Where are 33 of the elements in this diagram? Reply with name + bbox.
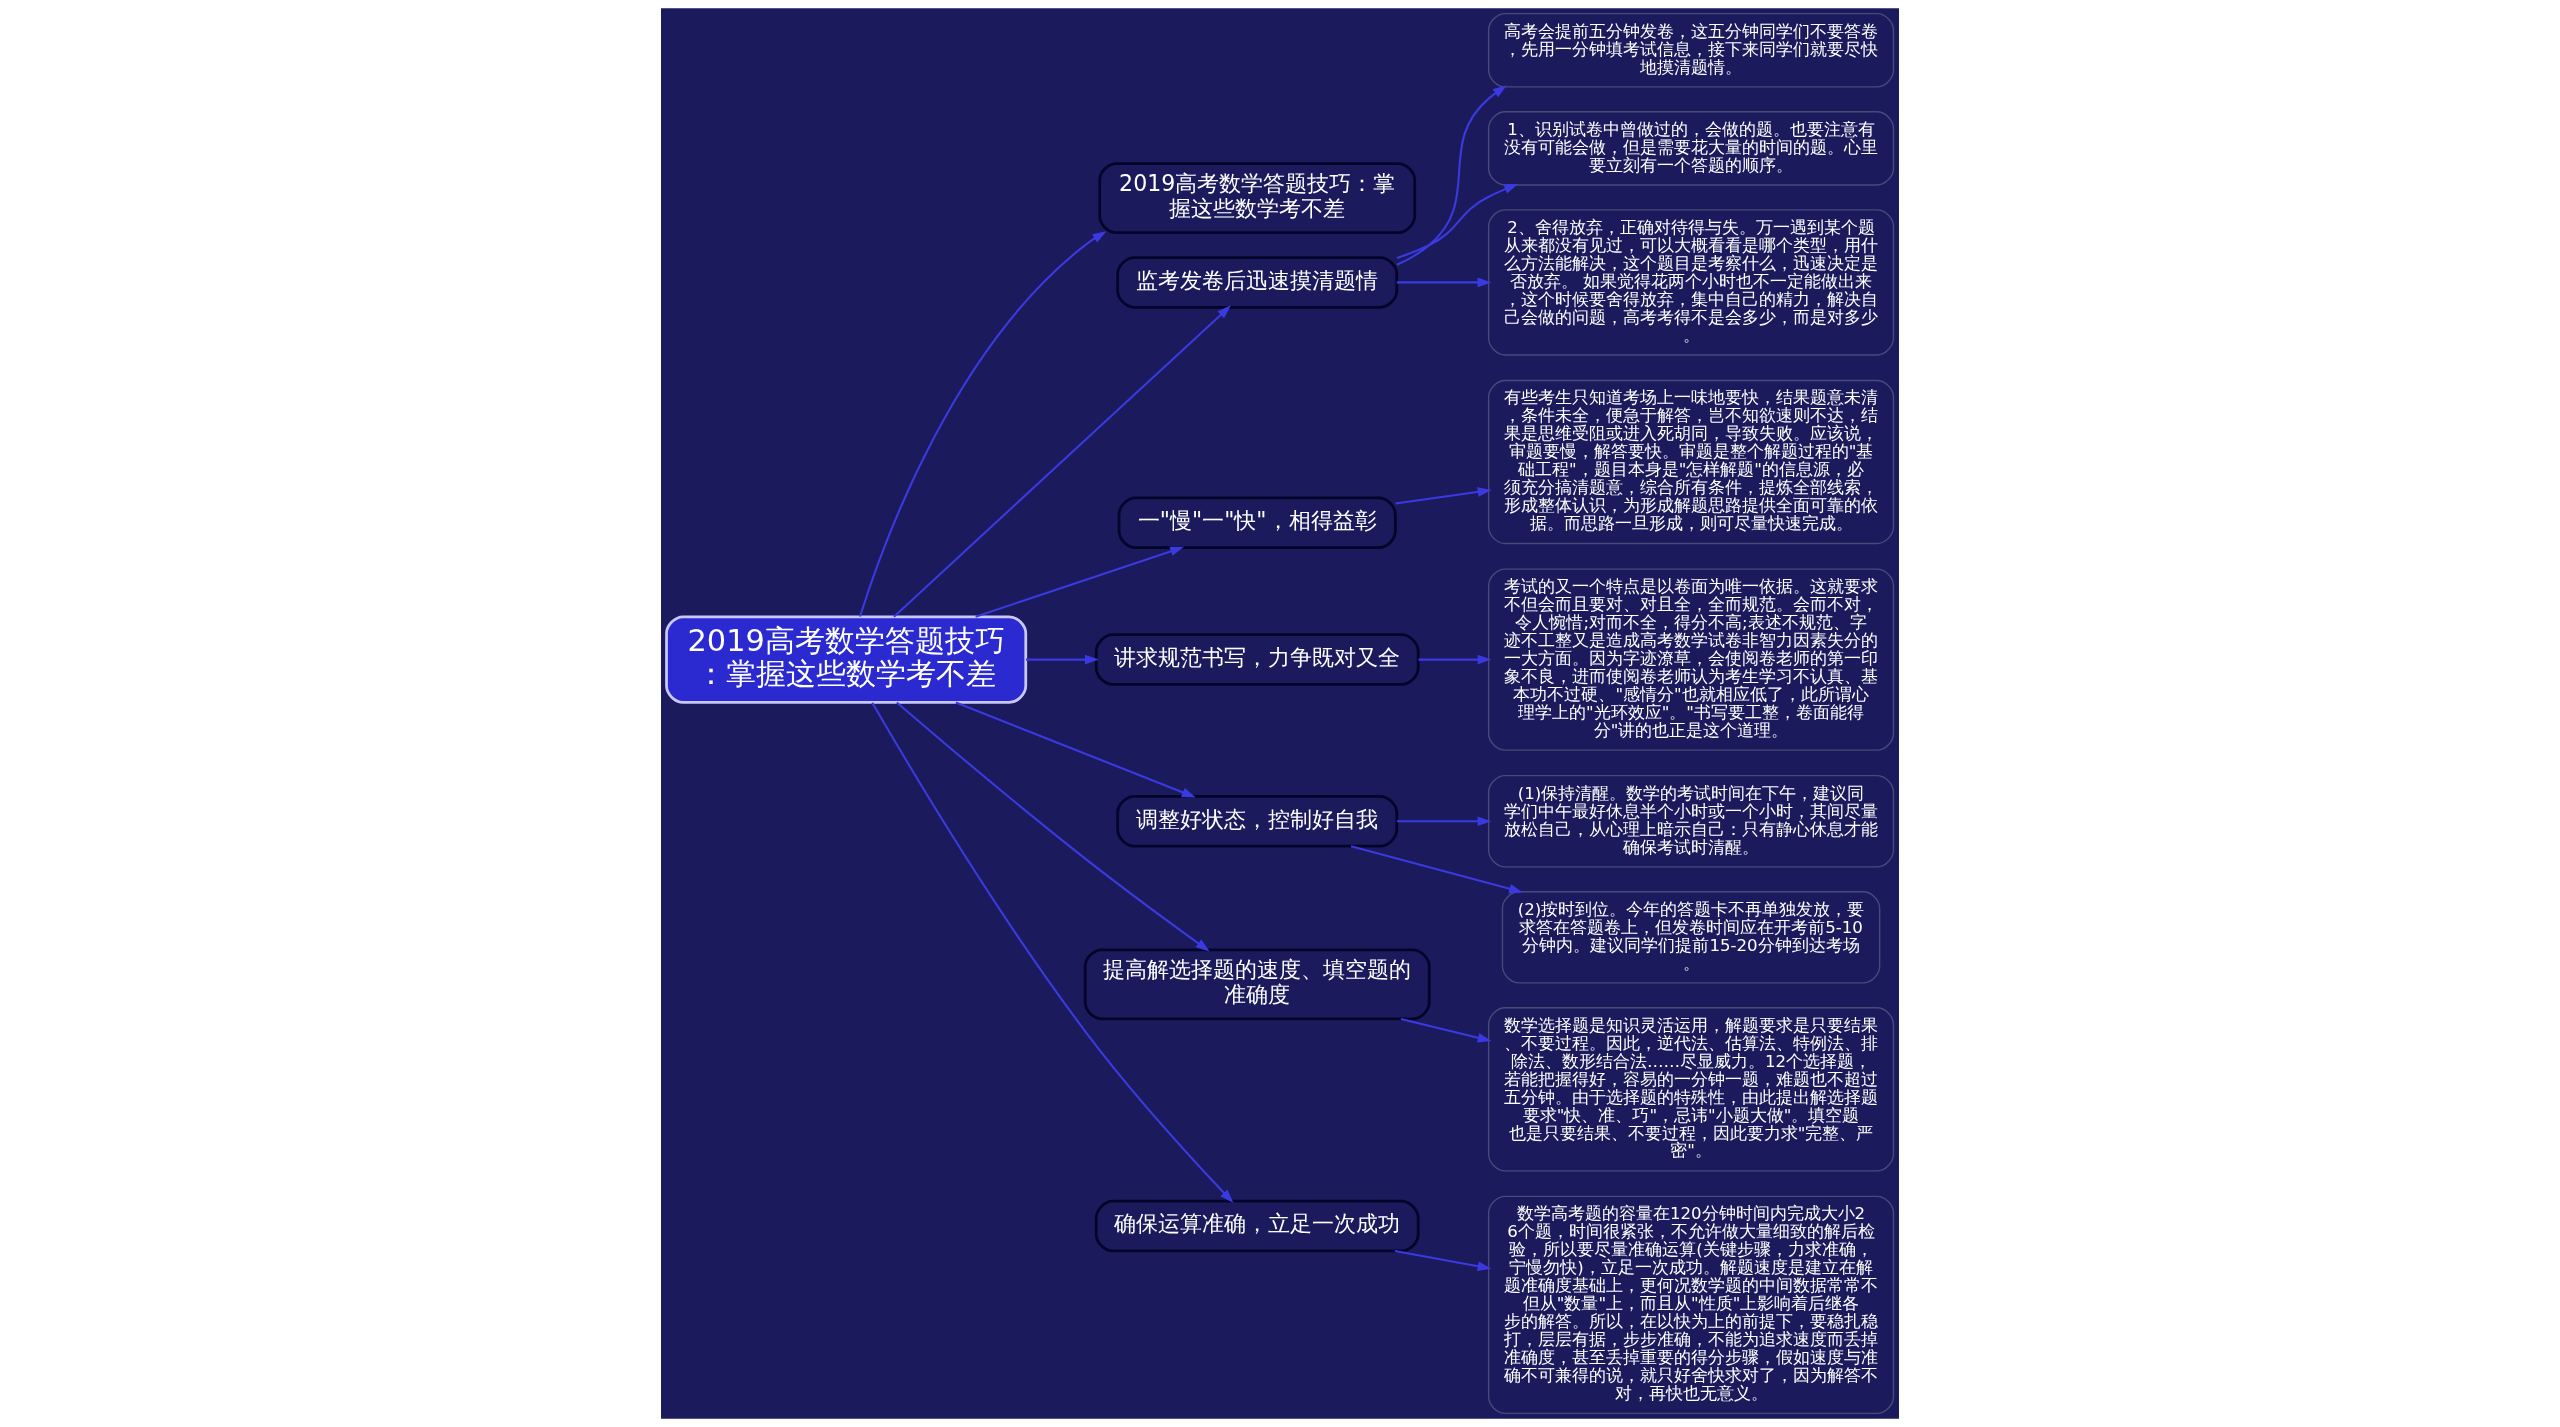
- arrow: [1396, 183, 1519, 260]
- arrow: [1396, 816, 1492, 827]
- arrow: [859, 231, 1107, 617]
- arrow: [893, 305, 1231, 618]
- node-box: (2)按时到位。今年的答题卡不再单独发放，要求答在答题卷上，但发卷时间应在开考前5-10分钟内。建议同学们提前15-20分钟到达考场。: [1501, 891, 1881, 984]
- arrow: [871, 702, 1234, 1203]
- arrow: [1418, 654, 1492, 665]
- node-box: 确保运算准确，立足一次成功: [1094, 1199, 1420, 1253]
- node-box: 2、舍得放弃，正确对待得与失。万一遇到某个题从来都没有见过，可以大概看看是哪个类型，用什么方法能解决，这个题目是考察什么，迅速决定是否放弃。 如果觉得花两个小时也不一定能做出来，这个时候要舍得放弃，集中自己的精力，解决自己会做的问题，高考考得不是会多少，而是对多少。: [1487, 209, 1895, 356]
- arrow: [1395, 487, 1492, 505]
- arrow: [1350, 845, 1523, 894]
- node-box: 一"慢"一"快"，相得益彰: [1117, 496, 1397, 550]
- arrow: [955, 701, 1196, 798]
- arrow: [1394, 1250, 1492, 1271]
- node-box: 讲求规范书写，力争既对又全: [1094, 633, 1420, 686]
- node-box: 高考会提前五分钟发卷，这五分钟同学们不要答卷，先用一分钟填考试信息，接下来同学们就要尽快地摸清题情。: [1487, 13, 1895, 88]
- node-box: 有些考生只知道考场上一味地要快，结果题意未清，条件未全，便急于解答，岂不知欲速则不达，结果是思维受阻或进入死胡同，导致失败。应该说，审题要慢，解答要快。审题是整个解题过程的"基础工程"，题目本身是"怎样解题"的信息源，必须充分搞清题意，综合所有条件，提炼全部线索，形成整体认识，为形成解题思路提供全面可靠的依据。而思路一旦形成，则可尽量快速完成。: [1487, 379, 1895, 545]
- node-box: 数学选择题是知识灵活运用，解题要求是只要结果、不要过程。因此，逆代法、估算法、特例法、排除法、数形结合法……尽显威力。12个选择题，若能把握得好，容易的一分钟一题，难题也不超过五分钟。由于选择题的特殊性，由此提出解选择题要求"快、准、巧"，忌讳"小题大做"。填空题也是只要结果、不要过程，因此要力求"完整、严密"。: [1487, 1007, 1895, 1172]
- node-box: (1)保持清醒。数学的考试时间在下午，建议同学们中午最好休息半个小时或一个小时，其间尽量放松自己，从心理上暗示自己：只有静心休息才能确保考试时清醒。: [1487, 775, 1895, 868]
- node-box: 调整好状态，控制好自我: [1116, 795, 1399, 848]
- node-box: 2019高考数学答题技巧：掌握这些数学考不差: [665, 615, 1028, 704]
- arrow: [1396, 277, 1492, 288]
- arrow: [896, 701, 1210, 952]
- node-box: 提高解选择题的速度、填空题的准确度: [1083, 948, 1431, 1021]
- node-box: 考试的又一个特点是以卷面为唯一依据。这就要求不但会而且要对、对且全，全而规范。会而不对，令人惋惜;对而不全，得分不高;表述不规范、字迹不工整又是造成高考数学试卷非智力因素失分的一大方面。因为字迹潦草，会使阅卷老师的第一印象不良，进而使阅卷老师认为考生学习不认真、基本功不过硬、"感情分"也就相应低了，此所谓心理学上的"光环效应"。"书写要工整，卷面能得分"讲的也正是这个道理。: [1487, 568, 1895, 751]
- node-box: 1、识别试卷中曾做过的，会做的题。也要注意有没有可能会做，但是需要花大量的时间的题。心里要立刻有一个答题的顺序。: [1487, 111, 1895, 186]
- arrow: [1396, 85, 1507, 266]
- node-box: 监考发卷后迅速摸清题情: [1116, 256, 1399, 309]
- arrow: [975, 546, 1185, 618]
- node-box: 数学高考题的容量在120分钟时间内完成大小26个题，时间很紧张，不允许做大量细致的解后检验，所以要尽量准确运算(关键步骤，力求准确，宁慢勿快)，立足一次成功。解题速度是建立在解题准确度基础上，更何况数学题的中间数据常常不但从"数量"上，而且从"性质"上影响着后继各步的解答。所以，在以快为上的前提下，要稳扎稳打，层层有据，步步准确，不能为追求速度而丢掉准确度，甚至丢掉重要的得分步骤，假如速度与准确不可兼得的说，就只好舍快求对了，因为解答不对，再快也无意义。: [1487, 1195, 1895, 1414]
- node-box: 2019高考数学答题技巧：掌握这些数学考不差: [1098, 162, 1417, 235]
- arrow: [1400, 1018, 1492, 1043]
- arrow: [1026, 654, 1099, 665]
